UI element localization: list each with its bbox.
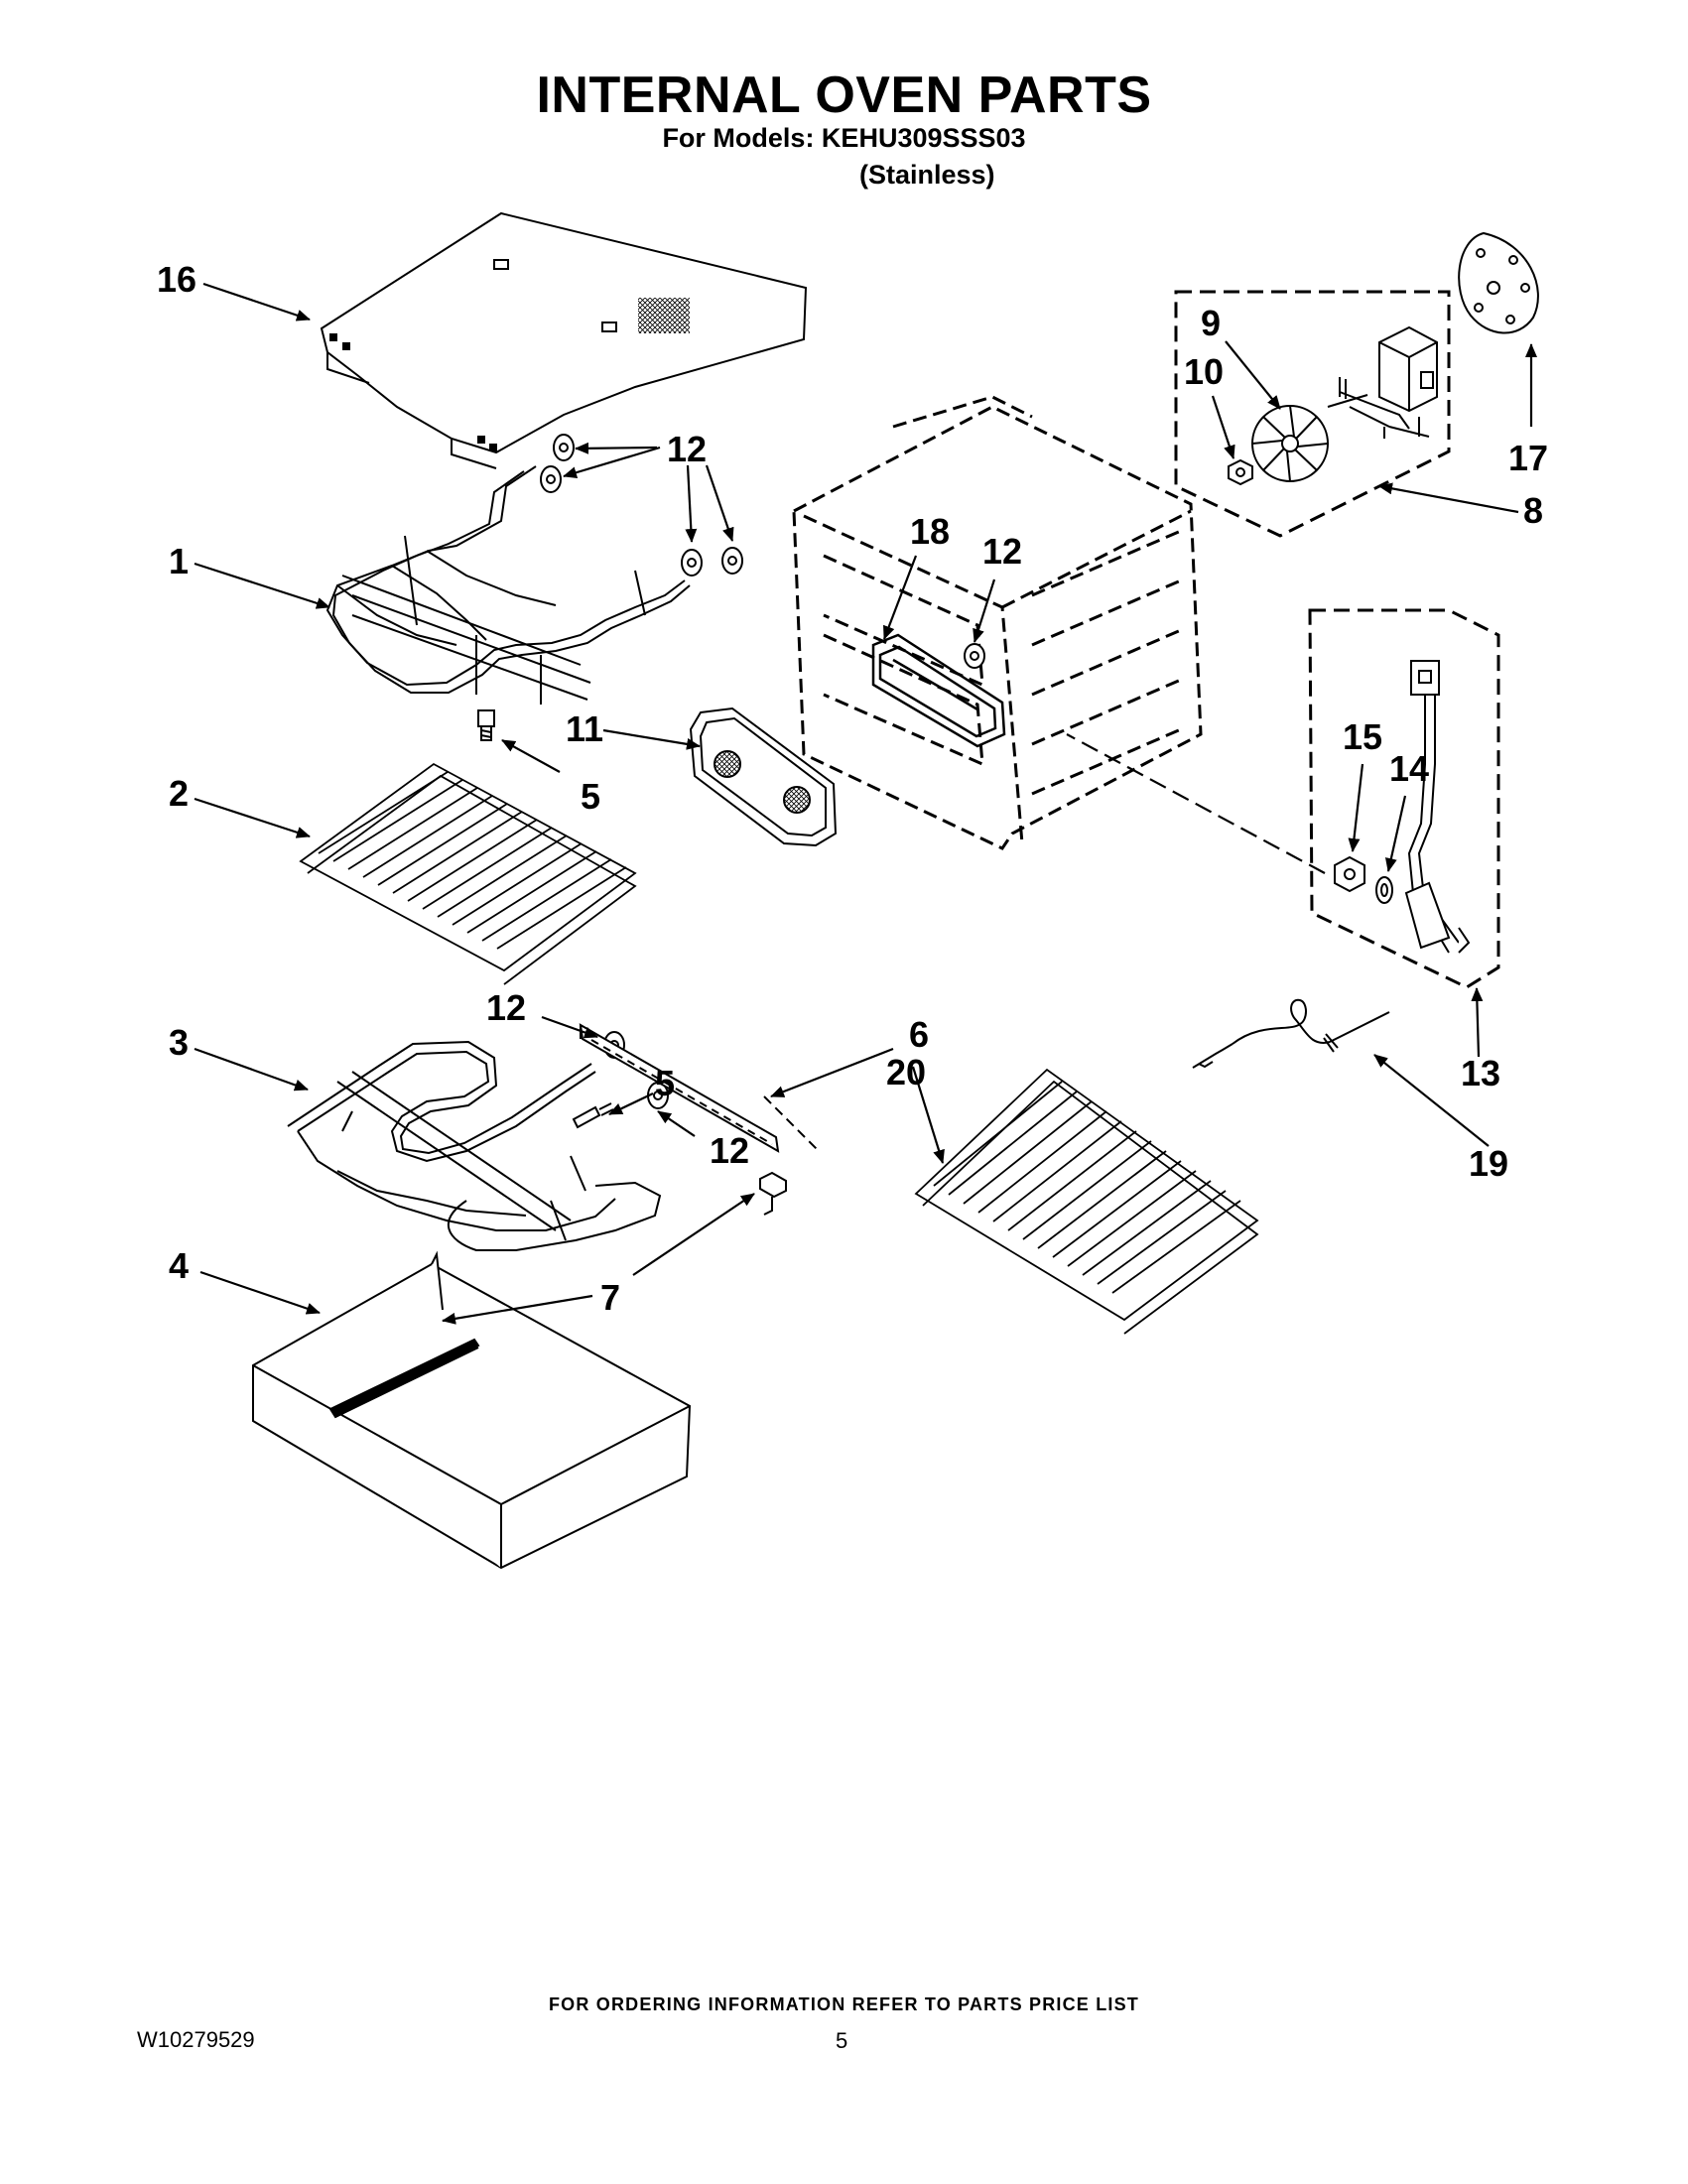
callout-1: 1 xyxy=(169,541,189,581)
callout-4: 4 xyxy=(169,1245,189,1286)
part-10-fan-nut xyxy=(1228,458,1253,486)
part-5-screw-bake xyxy=(572,1102,614,1129)
callout-11: 11 xyxy=(566,708,603,749)
part-8-convection-fan-assembly xyxy=(1174,290,1451,538)
part-1-broil-element xyxy=(325,465,691,705)
callout-12-bake-bottom: 12 xyxy=(710,1130,749,1171)
document-number: W10279529 xyxy=(137,2027,255,2052)
part-18-gasket xyxy=(871,633,1006,748)
part-16-top-panel xyxy=(320,211,808,469)
part-12-washers-top xyxy=(540,434,743,577)
part-4-bake-element-cover xyxy=(252,1250,692,1570)
callout-12-top: 12 xyxy=(667,429,707,469)
callout-16: 16 xyxy=(157,259,196,300)
callout-8: 8 xyxy=(1523,490,1543,531)
callout-5-bake: 5 xyxy=(655,1063,675,1103)
part-15-sensor-nut xyxy=(1334,855,1365,893)
callout-7: 7 xyxy=(600,1277,620,1318)
callout-3: 3 xyxy=(169,1022,189,1063)
fastener-alignment-line xyxy=(763,1095,820,1152)
callout-13: 13 xyxy=(1461,1053,1500,1093)
part-11-vent-cover xyxy=(689,707,838,847)
part-3-bake-element xyxy=(287,1040,662,1251)
models-line: For Models: KEHU309SSS03 xyxy=(662,123,1026,153)
callout-6: 6 xyxy=(909,1014,929,1055)
part-7-screw-right xyxy=(759,1171,787,1216)
finish-label: (Stainless) xyxy=(859,160,995,190)
page-number: 5 xyxy=(836,2028,848,2053)
part-14-sensor-washer xyxy=(1375,876,1393,904)
oven-cavity-outline xyxy=(792,395,1203,850)
callout-18: 18 xyxy=(910,511,950,552)
part-19-meat-probe xyxy=(1192,998,1390,1069)
callout-17: 17 xyxy=(1508,438,1548,478)
fan-motor xyxy=(1327,325,1438,439)
callout-20: 20 xyxy=(886,1052,926,1092)
callout-12-cavity: 12 xyxy=(982,531,1022,572)
callout-19: 19 xyxy=(1469,1143,1508,1184)
ordering-note: FOR ORDERING INFORMATION REFER TO PARTS … xyxy=(548,1994,1139,2014)
oven-sensor xyxy=(1404,660,1471,954)
part-9-fan-blade xyxy=(1251,405,1329,482)
callout-2: 2 xyxy=(169,773,189,814)
callout-10: 10 xyxy=(1184,351,1224,392)
callout-leaders xyxy=(194,282,1537,1325)
callout-12-bake-top: 12 xyxy=(486,987,526,1028)
part-13-sensor-assembly xyxy=(1308,608,1500,989)
callout-15: 15 xyxy=(1343,716,1382,757)
callout-14: 14 xyxy=(1389,748,1429,789)
callout-5-top: 5 xyxy=(581,776,600,817)
callout-9: 9 xyxy=(1201,303,1221,343)
page-title: INTERNAL OVEN PARTS xyxy=(536,66,1152,124)
part-17-gasket-plate xyxy=(1458,231,1539,334)
part-5-screw-top xyxy=(477,709,495,741)
part-2-upper-oven-rack xyxy=(299,762,637,985)
part-20-lower-oven-rack xyxy=(914,1068,1259,1335)
part-12-washer-cavity xyxy=(964,643,985,669)
part-6-baffle xyxy=(579,1023,780,1153)
